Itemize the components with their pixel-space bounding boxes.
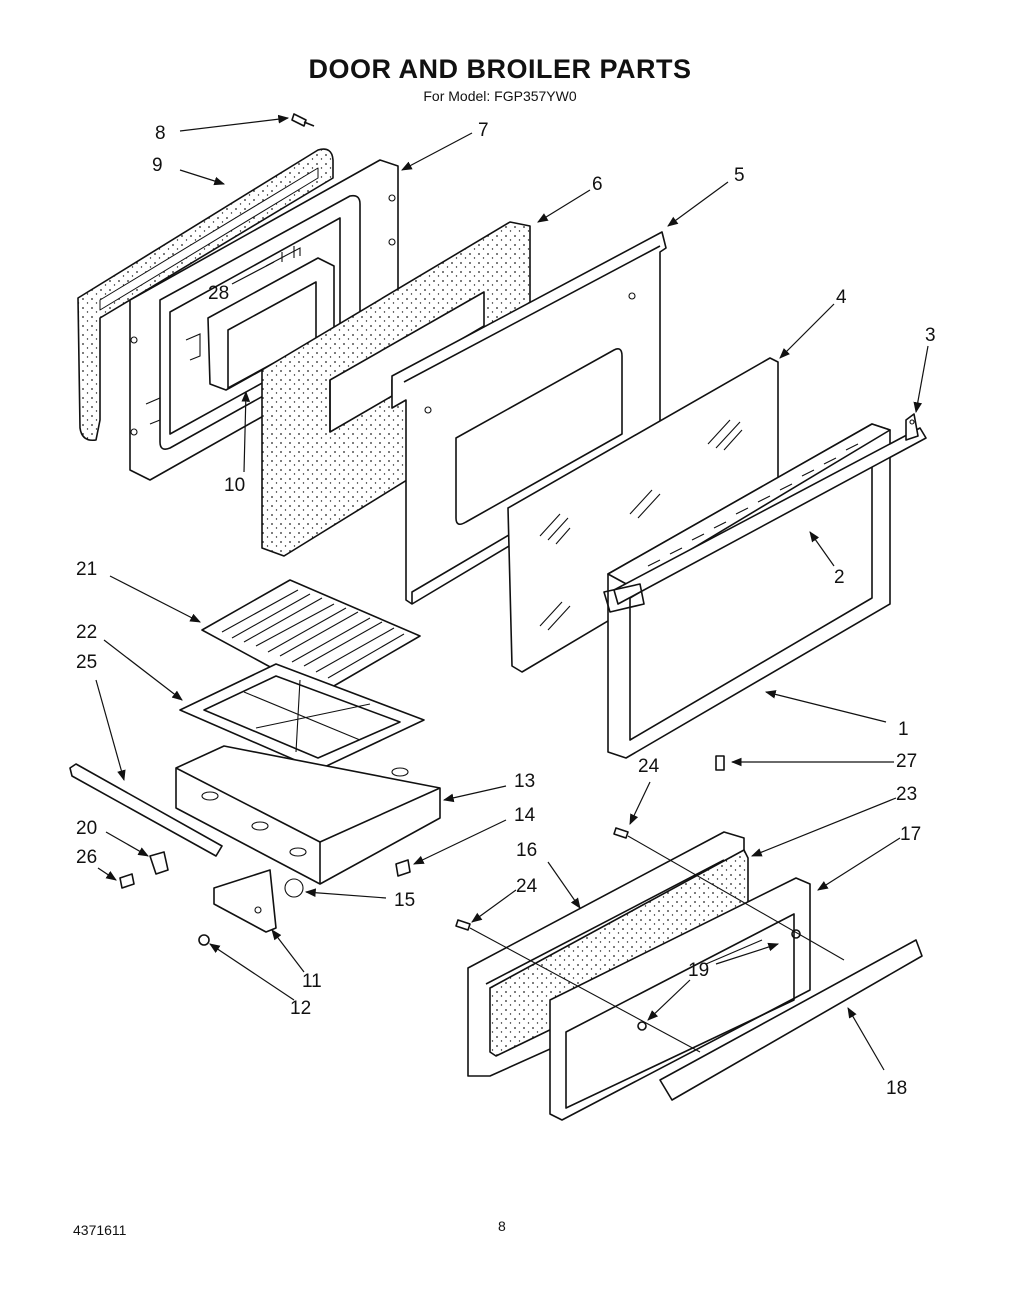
- callout-3: 3: [925, 325, 936, 346]
- broiler-trim-part: [69, 763, 223, 857]
- callout-2: 2: [834, 567, 845, 588]
- trim-bracket-part: [149, 851, 169, 875]
- callout-7: 7: [478, 120, 489, 141]
- callout-15: 15: [394, 890, 415, 911]
- page-number: 8: [498, 1218, 506, 1234]
- callout-5: 5: [734, 165, 745, 186]
- callout-14: 14: [514, 805, 536, 826]
- callout-11: 11: [302, 971, 322, 992]
- hinge-pin-part: [198, 934, 210, 946]
- broiler-pan-insert-part: [179, 663, 425, 771]
- pan-clip-part: [395, 859, 411, 877]
- drawer-front-panel-part: [549, 877, 811, 1121]
- callout-19: 19: [688, 960, 709, 981]
- callout-25: 25: [76, 652, 97, 673]
- callout-18: 18: [886, 1078, 907, 1099]
- trim-screw-part: [119, 873, 135, 889]
- callout-labels: 8 7 9 6 5 4 3 28 10 2 21 22 25 1 27 24 1…: [76, 120, 936, 1099]
- drawer-trim-part: [659, 939, 923, 1101]
- callout-6: 6: [592, 174, 603, 195]
- callout-22: 22: [76, 622, 97, 643]
- callout-28: 28: [208, 283, 229, 304]
- callout-10: 10: [224, 475, 245, 496]
- callout-27: 27: [896, 751, 917, 772]
- callout-21: 21: [76, 559, 97, 580]
- model-subtitle: For Model: FGP357YW0: [423, 88, 577, 104]
- callout-23: 23: [896, 784, 917, 805]
- document-number: 4371611: [73, 1222, 127, 1238]
- trim-clip-part: [905, 413, 919, 441]
- callout-4: 4: [836, 287, 847, 308]
- door-screw-part: [291, 113, 315, 127]
- broiler-pan-part: [175, 745, 441, 885]
- callout-9: 9: [152, 155, 163, 176]
- callout-16: 16: [516, 840, 537, 861]
- callout-12: 12: [290, 998, 311, 1019]
- callout-24-lower: 24: [516, 876, 538, 897]
- callout-20: 20: [76, 818, 97, 839]
- pan-spring-part: [284, 878, 304, 898]
- drawer-screws-part: [455, 827, 629, 931]
- callout-17: 17: [900, 824, 921, 845]
- callout-8: 8: [155, 123, 166, 144]
- door-frame-part: [607, 423, 891, 759]
- callout-1: 1: [898, 719, 909, 740]
- door-gasket-part: [77, 148, 334, 442]
- diagram-title: DOOR AND BROILER PARTS: [308, 54, 692, 84]
- callout-26: 26: [76, 847, 97, 868]
- callout-13: 13: [514, 771, 535, 792]
- drawer-screw-part: [715, 755, 725, 771]
- drawer-nuts-part: [637, 929, 801, 1031]
- callout-24-upper: 24: [638, 756, 660, 777]
- broiler-hinge-part: [213, 869, 277, 933]
- door-trim-part: [603, 427, 927, 613]
- leader-lines: [95, 114, 929, 1071]
